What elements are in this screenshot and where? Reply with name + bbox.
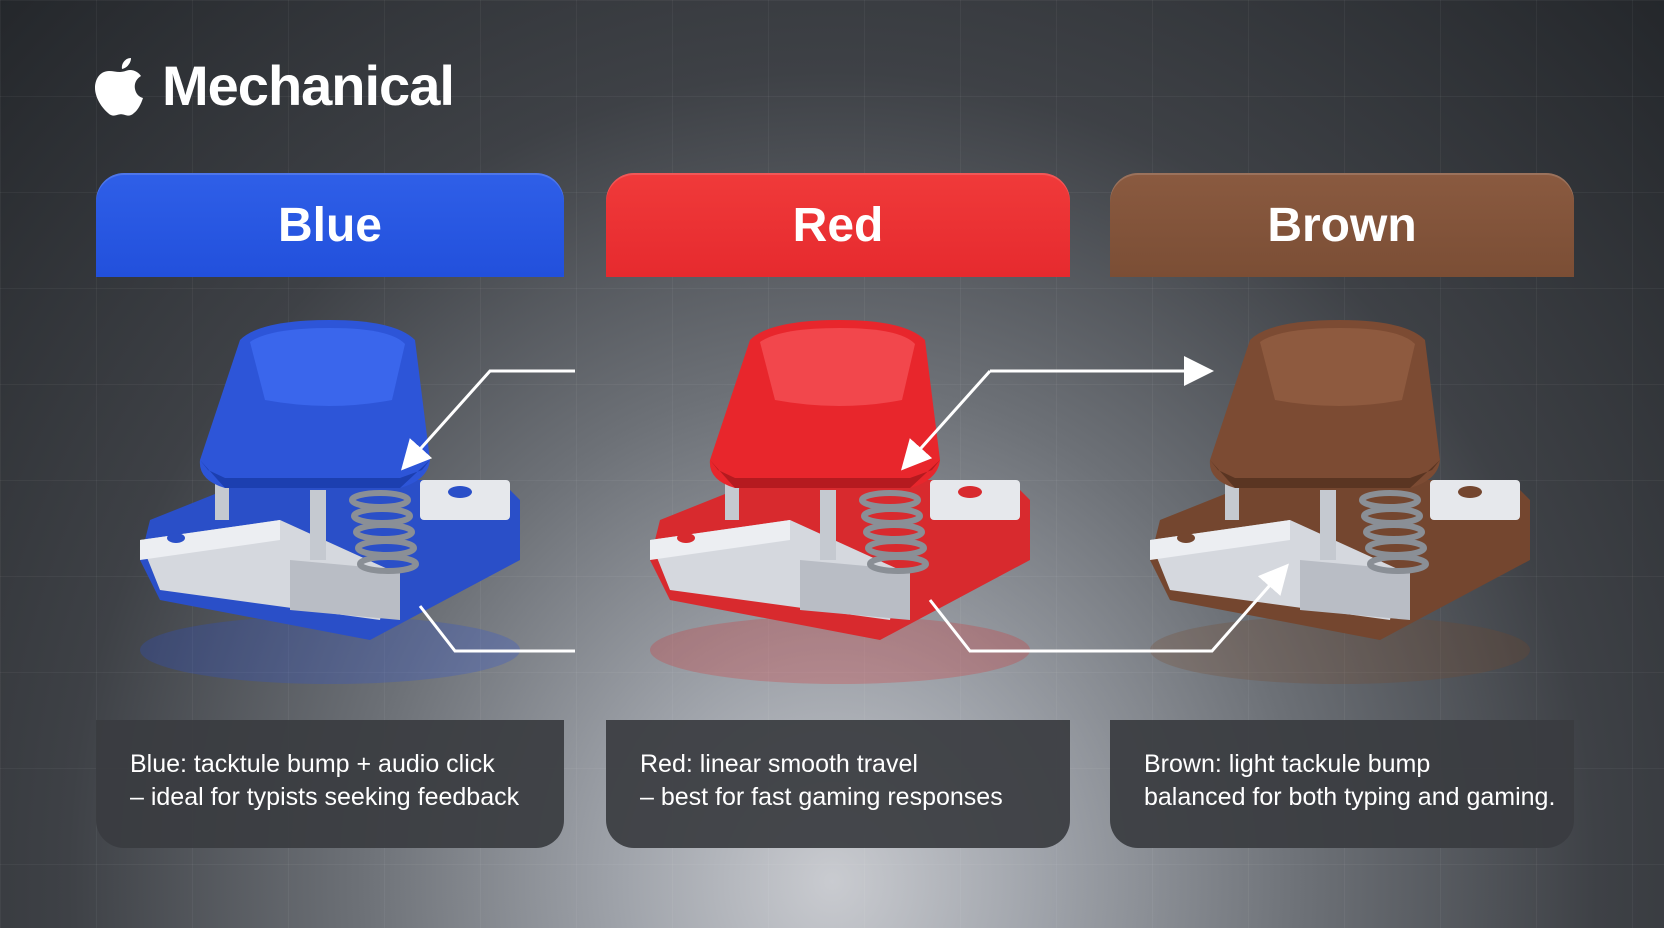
apple-logo-icon [95, 58, 143, 116]
red-switch-illustration [650, 320, 1030, 684]
card-text-line2: – best for fast gaming responses [640, 783, 1003, 811]
card-text-line1: Blue: tacktule bump + audio click [130, 750, 495, 778]
description-card-blue: Blue: tacktule bump + audio click – idea… [96, 720, 564, 848]
brown-switch-illustration [1150, 320, 1530, 684]
card-text-line1: Brown: light tackule bump [1144, 750, 1431, 778]
tab-blue[interactable]: Blue [96, 173, 564, 277]
page-title: Mechanical [162, 53, 455, 117]
card-text-line1: Red: linear smooth travel [640, 750, 918, 778]
description-card-brown: Brown: light tackule bump balanced for b… [1110, 720, 1574, 848]
tab-red[interactable]: Red [606, 173, 1070, 277]
tab-brown[interactable]: Brown [1110, 173, 1574, 277]
card-text-line2: balanced for both typing and gaming. [1144, 783, 1556, 811]
header: Mechanical [92, 52, 455, 118]
card-text-line2: – ideal for typists seeking feedback [130, 783, 520, 811]
description-card-red: Red: linear smooth travel – best for fas… [606, 720, 1070, 848]
blue-switch-illustration [140, 320, 520, 684]
